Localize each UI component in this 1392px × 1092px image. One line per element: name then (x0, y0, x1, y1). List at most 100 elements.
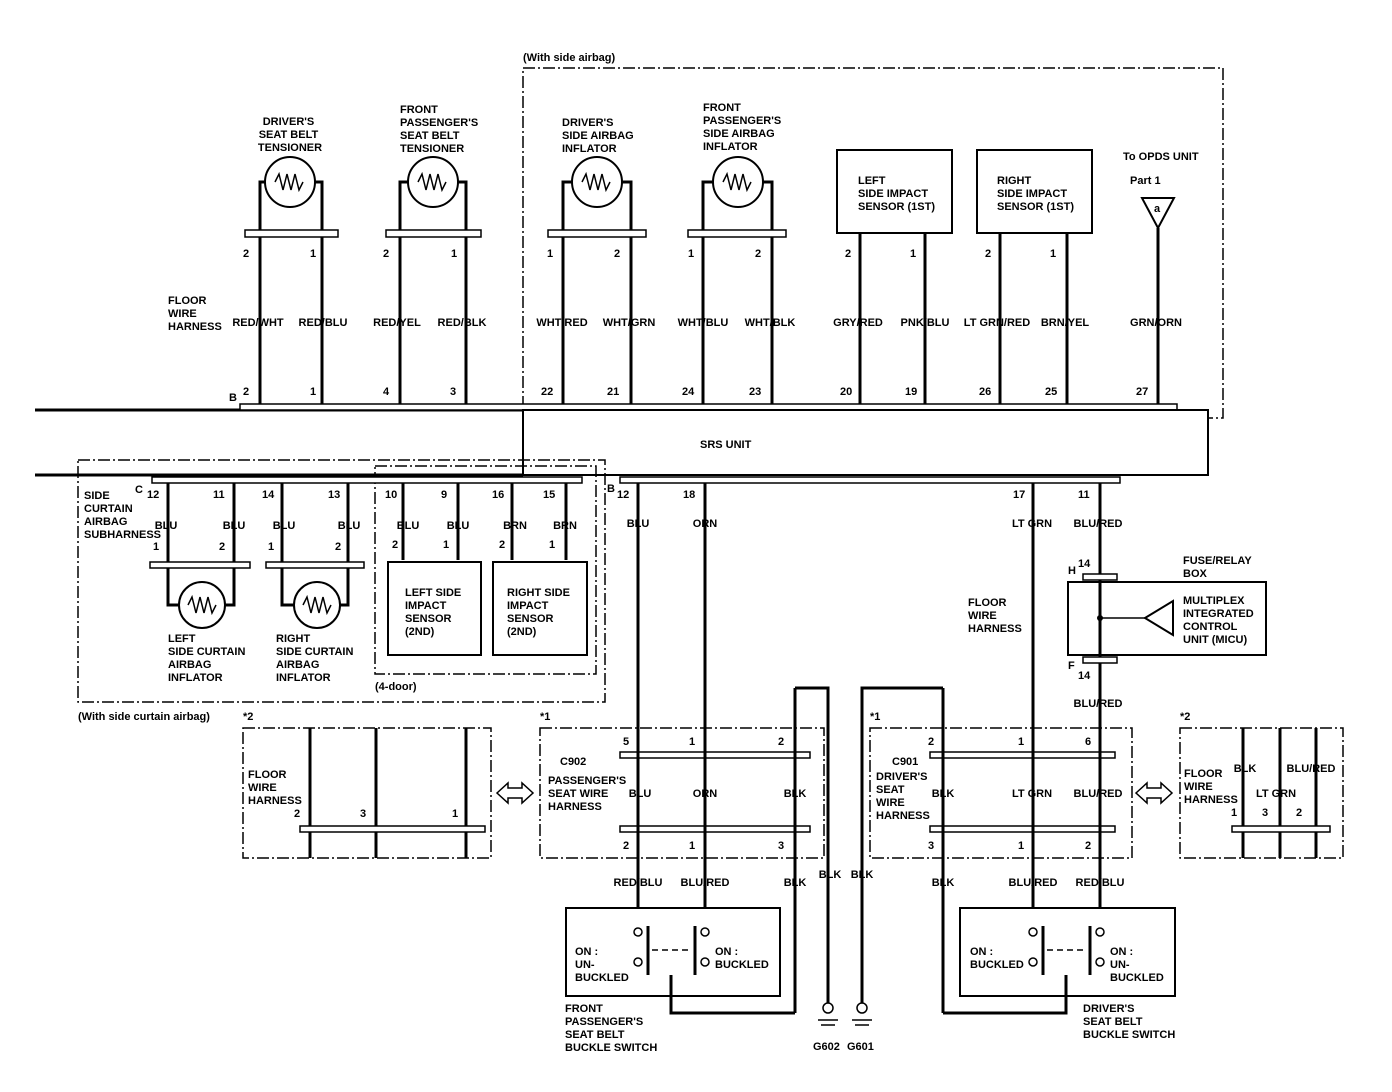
side-curtain-region (77, 459, 606, 703)
svg-text:15: 15 (543, 489, 555, 501)
fuse-relay-box: FUSE/RELAY BOX H 14 F 14 MULTIPLEX INTEG… (1067, 555, 1267, 710)
right-side-curtain-inflator: RIGHT SIDE CURTAIN AIRBAG INFLATOR (265, 561, 365, 684)
wire-color: BLU/RED (1009, 877, 1058, 889)
floor-harness-label-lower: FLOOR WIRE HARNESS (968, 597, 1022, 635)
right-floor-harness: *2 FLOOR WIRE HARNESS BLK LT GRN BLU/RED… (1179, 711, 1344, 859)
switch-box (565, 907, 781, 997)
svg-text:3: 3 (1262, 807, 1268, 819)
wire-color: BLK (932, 788, 955, 800)
svg-text:9: 9 (441, 489, 447, 501)
svg-text:2: 2 (985, 248, 991, 260)
svg-text:14: 14 (1078, 670, 1091, 682)
component-name: RIGHT SIDE IMPACT SENSOR (1ST) (997, 175, 1074, 213)
wire-color: BLU (447, 520, 470, 532)
wire-color: BRN (553, 520, 577, 532)
svg-text:20: 20 (840, 386, 852, 398)
side-curtain-harness-label: SIDE CURTAIN AIRBAG SUBHARNESS (84, 490, 161, 541)
svg-text:26: 26 (979, 386, 991, 398)
svg-text:11: 11 (213, 489, 225, 501)
connector-b-label: B (229, 392, 237, 404)
harness-label: DRIVER'S SEAT WIRE HARNESS (876, 771, 931, 822)
svg-text:1: 1 (452, 808, 458, 820)
driver-buckle-switch: ON : BUCKLED ON : UN- BUCKLED DRIVER'S S… (943, 907, 1176, 1041)
component-name: LEFT SIDE IMPACT SENSOR (2ND) (405, 587, 464, 638)
svg-text:1: 1 (1231, 807, 1237, 819)
svg-text:1: 1 (1050, 248, 1056, 260)
svg-text:1: 1 (689, 840, 695, 852)
svg-text:G601: G601 (847, 1041, 874, 1053)
harness-label: FLOOR WIRE HARNESS (1184, 768, 1238, 806)
svg-text:1: 1 (688, 248, 694, 260)
svg-text:3: 3 (928, 840, 934, 852)
wire-color: BLU (338, 520, 361, 532)
svg-text:2: 2 (243, 386, 249, 398)
inflator-resistor-icon (712, 156, 764, 208)
svg-text:1: 1 (310, 248, 316, 260)
inflator-resistor-icon (264, 156, 316, 208)
svg-text:5: 5 (623, 736, 629, 748)
svg-text:2: 2 (219, 541, 225, 553)
wire-color: BLK (1234, 763, 1257, 775)
component-name: FRONT PASSENGER'S SEAT BELT BUCKLE SWITC… (565, 1003, 657, 1054)
connector-c-label: C (135, 484, 143, 496)
svg-text:a: a (1154, 203, 1161, 215)
svg-text:1: 1 (1018, 840, 1024, 852)
wire-color: BLU (627, 518, 650, 530)
wire-color: BLU (223, 520, 246, 532)
wire-color: BLK (851, 869, 874, 881)
component-name: FRONT PASSENGER'S SIDE AIRBAG INFLATOR (703, 102, 784, 153)
connector (244, 229, 339, 238)
svg-text:H: H (1068, 565, 1076, 577)
sensor-box (836, 149, 953, 234)
svg-text:C902: C902 (560, 756, 586, 768)
wire-color: RED/BLU (299, 317, 348, 329)
inflator-resistor-icon (571, 156, 623, 208)
wire-color: BRN (503, 520, 527, 532)
svg-text:C901: C901 (892, 756, 918, 768)
sensor-box (976, 149, 1093, 234)
passenger-side-airbag-inflator: FRONT PASSENGER'S SIDE AIRBAG INFLATOR 1… (678, 102, 795, 405)
svg-text:12: 12 (617, 489, 629, 501)
component-name: DRIVER'S SIDE AIRBAG INFLATOR (562, 117, 637, 155)
switch-contact-icon (1095, 927, 1105, 937)
svg-text:1: 1 (689, 736, 695, 748)
switch-state-label: ON : UN- BUCKLED (575, 946, 629, 984)
switch-contact-icon (700, 927, 710, 937)
wire-color: RED/BLU (1076, 877, 1125, 889)
connector-b2-label: B (607, 483, 615, 495)
side-curtain-note: (With side curtain airbag) (78, 711, 210, 723)
svg-text:27: 27 (1136, 386, 1148, 398)
driver-side-airbag-inflator: DRIVER'S SIDE AIRBAG INFLATOR 1 2 WHT/RE… (536, 117, 655, 405)
svg-text:23: 23 (749, 386, 761, 398)
component-name: LEFT SIDE CURTAIN AIRBAG INFLATOR (168, 633, 248, 684)
wire-color: ORN (693, 788, 718, 800)
curtain-wires: 12 11 14 13 10 9 16 15 BLU BLU BLU BLU B… (147, 483, 577, 562)
four-door-region (374, 465, 597, 675)
svg-text:2: 2 (614, 248, 620, 260)
svg-text:1: 1 (443, 539, 449, 551)
wire-color: BLU (155, 520, 178, 532)
driver-seat-wire-harness: *1 C901 DRIVER'S SEAT WIRE HARNESS 2 1 6… (869, 663, 1133, 1013)
svg-text:2: 2 (1085, 840, 1091, 852)
svg-text:2: 2 (928, 736, 934, 748)
svg-text:*2: *2 (243, 711, 253, 723)
right-side-impact-sensor-2nd: RIGHT SIDE IMPACT SENSOR (2ND) (492, 561, 588, 656)
junction-dot (1097, 615, 1103, 621)
component-name: RIGHT SIDE CURTAIN AIRBAG INFLATOR (276, 633, 356, 684)
svg-text:2: 2 (383, 248, 389, 260)
wire-color: BLU (273, 520, 296, 532)
connector (265, 561, 365, 569)
passenger-buckle-switch: ON : UN- BUCKLED ON : BUCKLED FRONT PASS… (565, 907, 795, 1054)
inflator-resistor-icon (407, 156, 459, 208)
svg-text:*1: *1 (870, 711, 880, 723)
svg-text:*2: *2 (1180, 711, 1190, 723)
wire-color: LT GRN (1012, 518, 1052, 530)
wire-color: LT GRN/RED (964, 317, 1030, 329)
wire-color: BLU (629, 788, 652, 800)
side-airbag-region (522, 67, 1224, 419)
svg-text:1: 1 (268, 541, 274, 553)
component-name: DRIVER'S SEAT BELT TENSIONER (258, 116, 322, 154)
micu-triangle-icon (1143, 599, 1174, 637)
svg-text:1: 1 (153, 541, 159, 553)
fuse-box-label: FUSE/RELAY BOX (1183, 555, 1255, 580)
